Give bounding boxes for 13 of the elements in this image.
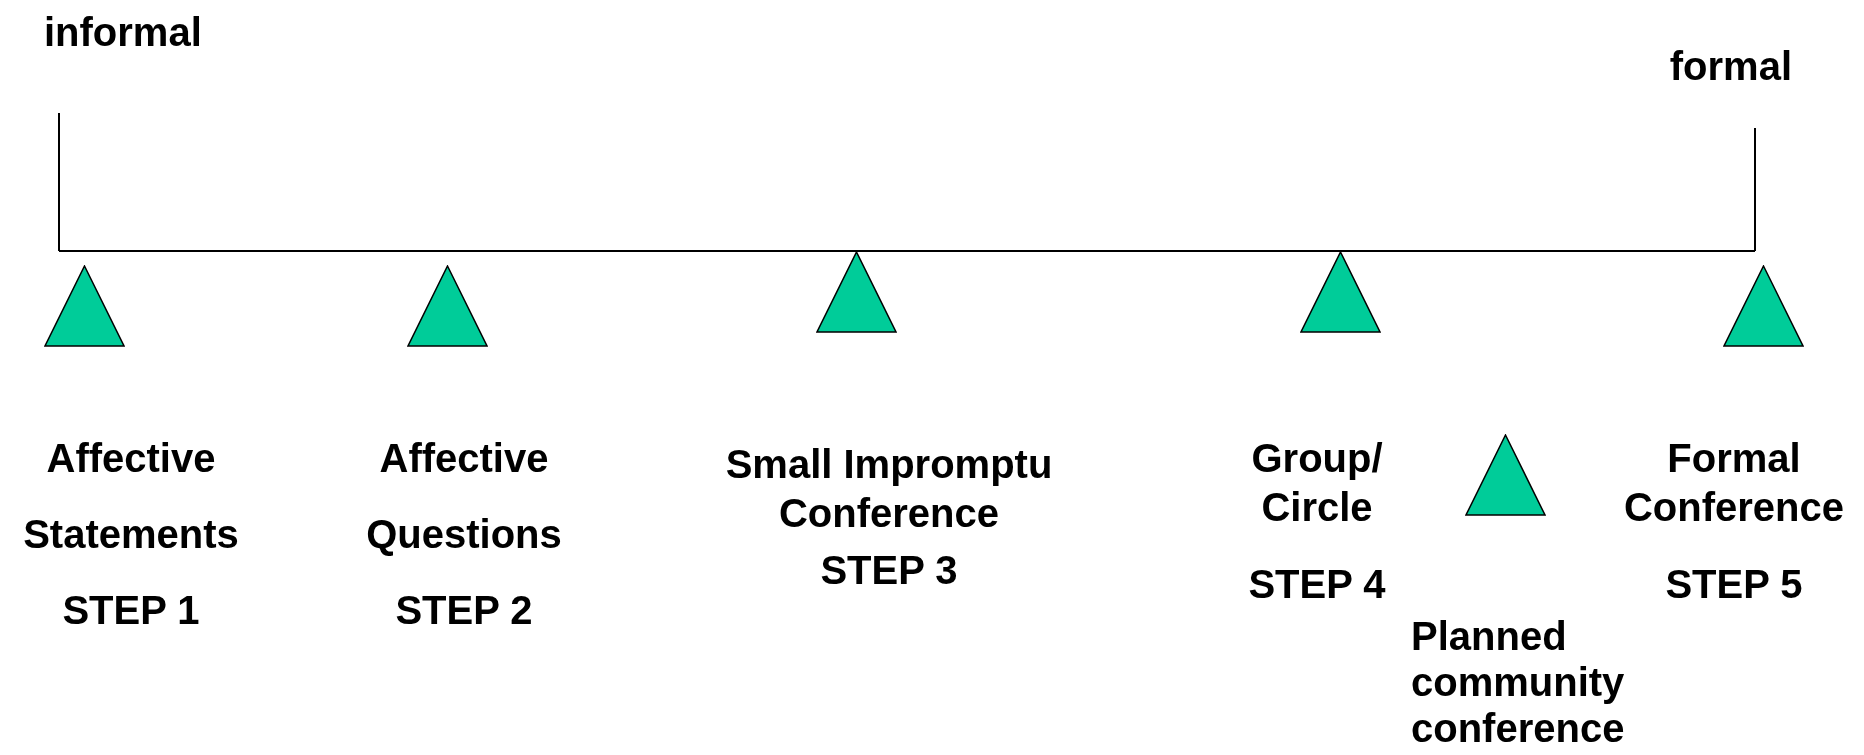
scale-end-label: informal	[44, 9, 202, 56]
step-name: Planned community conference	[1411, 613, 1626, 751]
step-number: STEP 1	[61, 587, 201, 634]
step-name: Small Impromptu Conference	[724, 441, 1054, 537]
scale-end-label: formal	[1669, 43, 1792, 90]
step-name: Affective Questions	[365, 435, 563, 558]
step-number: STEP 5	[1664, 561, 1804, 608]
step-number: STEP 2	[394, 587, 534, 634]
step-name: Formal Conference	[1622, 435, 1846, 531]
step-name: Affective Statements	[22, 435, 240, 558]
step-name: Group/ Circle	[1250, 435, 1384, 531]
step-number: STEP 4	[1247, 561, 1387, 608]
step-number: STEP 3	[819, 547, 959, 594]
